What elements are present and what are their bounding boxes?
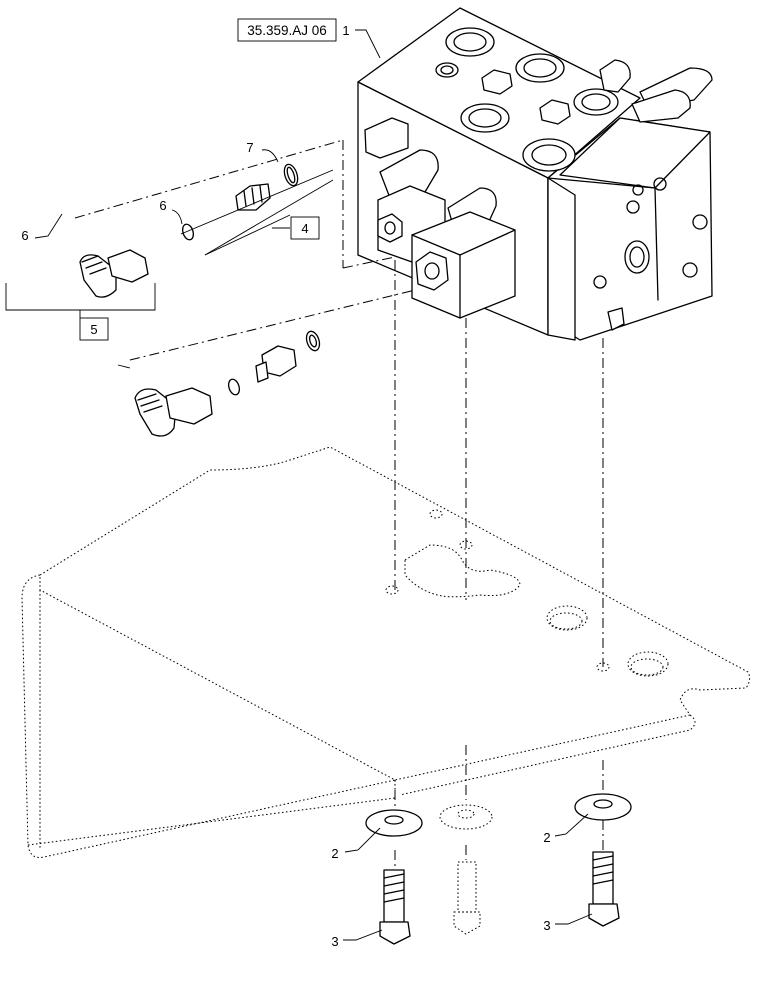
leader-lines xyxy=(5,29,593,941)
reference-box: 35.359.AJ 06 xyxy=(237,18,337,42)
callout-2-left: 2 xyxy=(331,846,338,861)
bolts xyxy=(379,851,620,945)
callout-4: 4 xyxy=(301,221,308,236)
reference-label: 35.359.AJ 06 xyxy=(247,23,327,38)
callout-2-right: 2 xyxy=(543,830,550,845)
washers xyxy=(365,793,632,837)
callout-3-left: 3 xyxy=(331,934,338,949)
valve-block xyxy=(357,7,713,341)
drop-lines xyxy=(394,260,604,880)
callout-6-upper: 6 xyxy=(159,198,166,213)
callout-3-right: 3 xyxy=(543,918,550,933)
upper-fitting-assembly xyxy=(74,139,396,298)
callout-5: 5 xyxy=(90,322,97,337)
mounting-plate xyxy=(21,446,751,858)
callout-7: 7 xyxy=(246,140,253,155)
callout-6-left: 6 xyxy=(21,228,28,243)
callout-1: 1 xyxy=(342,23,349,38)
callout-5-box: 5 xyxy=(79,317,109,341)
callout-4-box: 4 xyxy=(290,216,320,240)
lower-fitting-assembly xyxy=(117,289,416,437)
